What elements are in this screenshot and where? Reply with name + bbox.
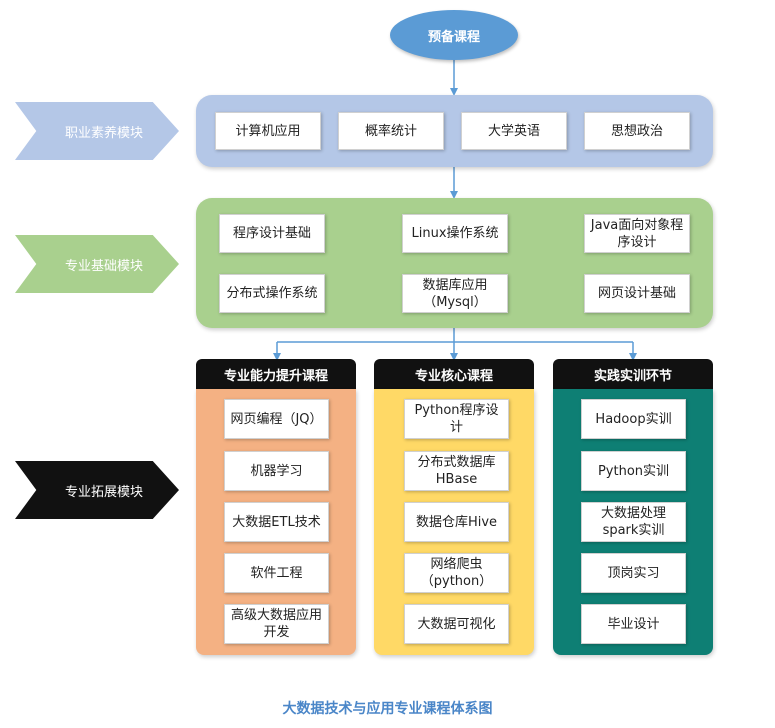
literacy-course: 思想政治 (584, 112, 690, 150)
core-course: 数据仓库Hive (404, 502, 509, 542)
ability-course: 网页编程（JQ） (224, 399, 329, 439)
practice-course: Hadoop实训 (581, 399, 686, 439)
module-foundation: 专业基础模块 (15, 235, 179, 293)
ability-course: 机器学习 (224, 451, 329, 491)
core-course: 大数据可视化 (404, 604, 509, 644)
module-literacy: 职业素养模块 (15, 102, 179, 160)
literacy-course: 计算机应用 (215, 112, 321, 150)
literacy-course: 大学英语 (461, 112, 567, 150)
practice-course: 大数据处理spark实训 (581, 502, 686, 542)
practice-course: 顶岗实习 (581, 553, 686, 593)
core-course: 分布式数据库HBase (404, 451, 509, 491)
core-course: Python程序设计 (404, 399, 509, 439)
practice-course: 毕业设计 (581, 604, 686, 644)
column-header-practice: 实践实训环节 (553, 359, 713, 389)
preparatory-course-node: 预备课程 (390, 10, 518, 60)
module-extension: 专业拓展模块 (15, 461, 179, 519)
foundation-course: Java面向对象程序设计 (584, 214, 690, 253)
ability-course: 高级大数据应用开发 (224, 604, 329, 644)
foundation-course: Linux操作系统 (402, 214, 508, 253)
column-header-core: 专业核心课程 (374, 359, 534, 389)
column-header-ability: 专业能力提升课程 (196, 359, 356, 389)
literacy-course: 概率统计 (338, 112, 444, 150)
foundation-course: 程序设计基础 (219, 214, 325, 253)
ability-course: 大数据ETL技术 (224, 502, 329, 542)
ability-course: 软件工程 (224, 553, 329, 593)
core-course: 网络爬虫（python） (404, 553, 509, 593)
diagram-caption: 大数据技术与应用专业课程体系图 (282, 701, 493, 717)
foundation-course: 分布式操作系统 (219, 274, 325, 313)
foundation-course: 网页设计基础 (584, 274, 690, 313)
practice-course: Python实训 (581, 451, 686, 491)
foundation-course: 数据库应用（Mysql） (402, 274, 508, 313)
